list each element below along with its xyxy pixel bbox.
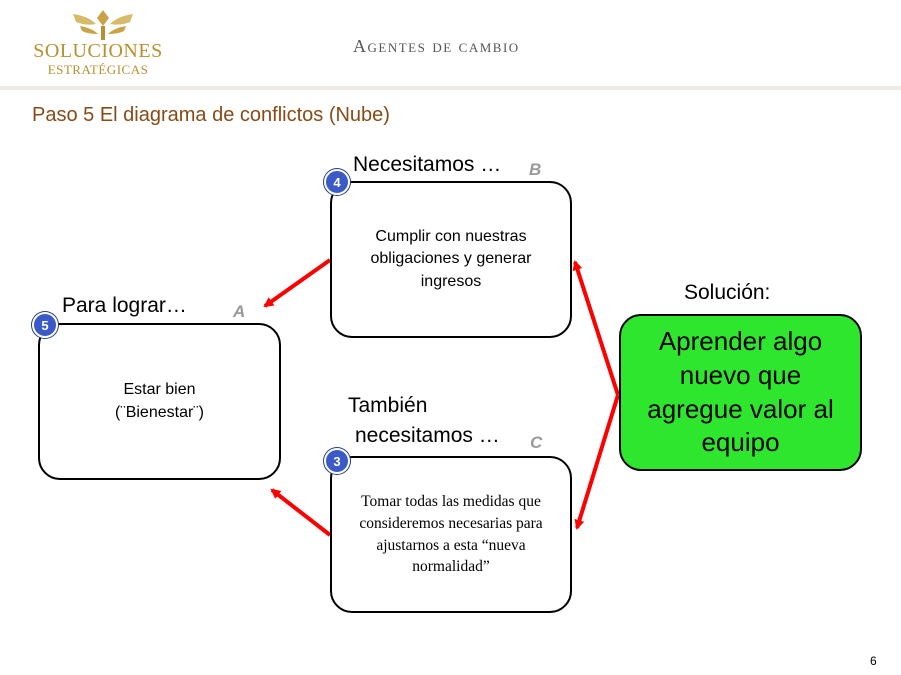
slide-header: SOLUCIONES ESTRATÉGICAS Agentes de cambi… [0, 0, 901, 90]
node-a-box: Estar bien (¨Bienestar¨) [38, 323, 281, 480]
node-c-text: Tomar todas las medidas que consideremos… [359, 493, 543, 576]
solution-text: Aprender algo nuevo que agregue valor al… [647, 325, 834, 458]
solution-box: Aprender algo nuevo que agregue valor al… [619, 314, 862, 471]
node-c-box: Tomar todas las medidas que consideremos… [330, 456, 572, 613]
logo-text-primary: SOLUCIONES [33, 40, 163, 62]
arrow-b-to-a [263, 258, 332, 308]
solution-heading: Solución: [684, 281, 771, 304]
arrow-solution-to-c [574, 394, 620, 530]
page-number: 6 [870, 654, 877, 668]
node-c-badge: 3 [324, 448, 350, 474]
node-c-heading-line2: necesitamos … [355, 424, 500, 447]
slide-title: Paso 5 El diagrama de conflictos (Nube) [32, 104, 390, 126]
node-c-heading-line1: También [348, 394, 428, 417]
logo-text-secondary: ESTRATÉGICAS [47, 62, 149, 77]
node-c-letter: C [530, 433, 543, 452]
arrow-solution-to-b [572, 260, 620, 396]
company-logo: SOLUCIONES ESTRATÉGICAS [28, 6, 168, 77]
node-b-heading: Necesitamos … [353, 153, 502, 176]
arrow-c-to-a [270, 488, 332, 537]
logo-emblem-icon [73, 10, 133, 40]
node-b-letter: B [529, 160, 542, 179]
node-a-heading: Para lograr… [62, 294, 187, 317]
header-divider [0, 86, 901, 90]
node-b-box: Cumplir con nuestras obligaciones y gene… [330, 181, 572, 338]
header-title: Agentes de cambio [353, 36, 520, 56]
node-a-letter: A [233, 302, 246, 321]
node-b-badge: 4 [324, 169, 350, 195]
node-b-text: Cumplir con nuestras obligaciones y gene… [370, 227, 532, 290]
node-a-badge: 5 [32, 312, 58, 338]
node-a-text: Estar bien (¨Bienestar¨) [115, 381, 204, 421]
